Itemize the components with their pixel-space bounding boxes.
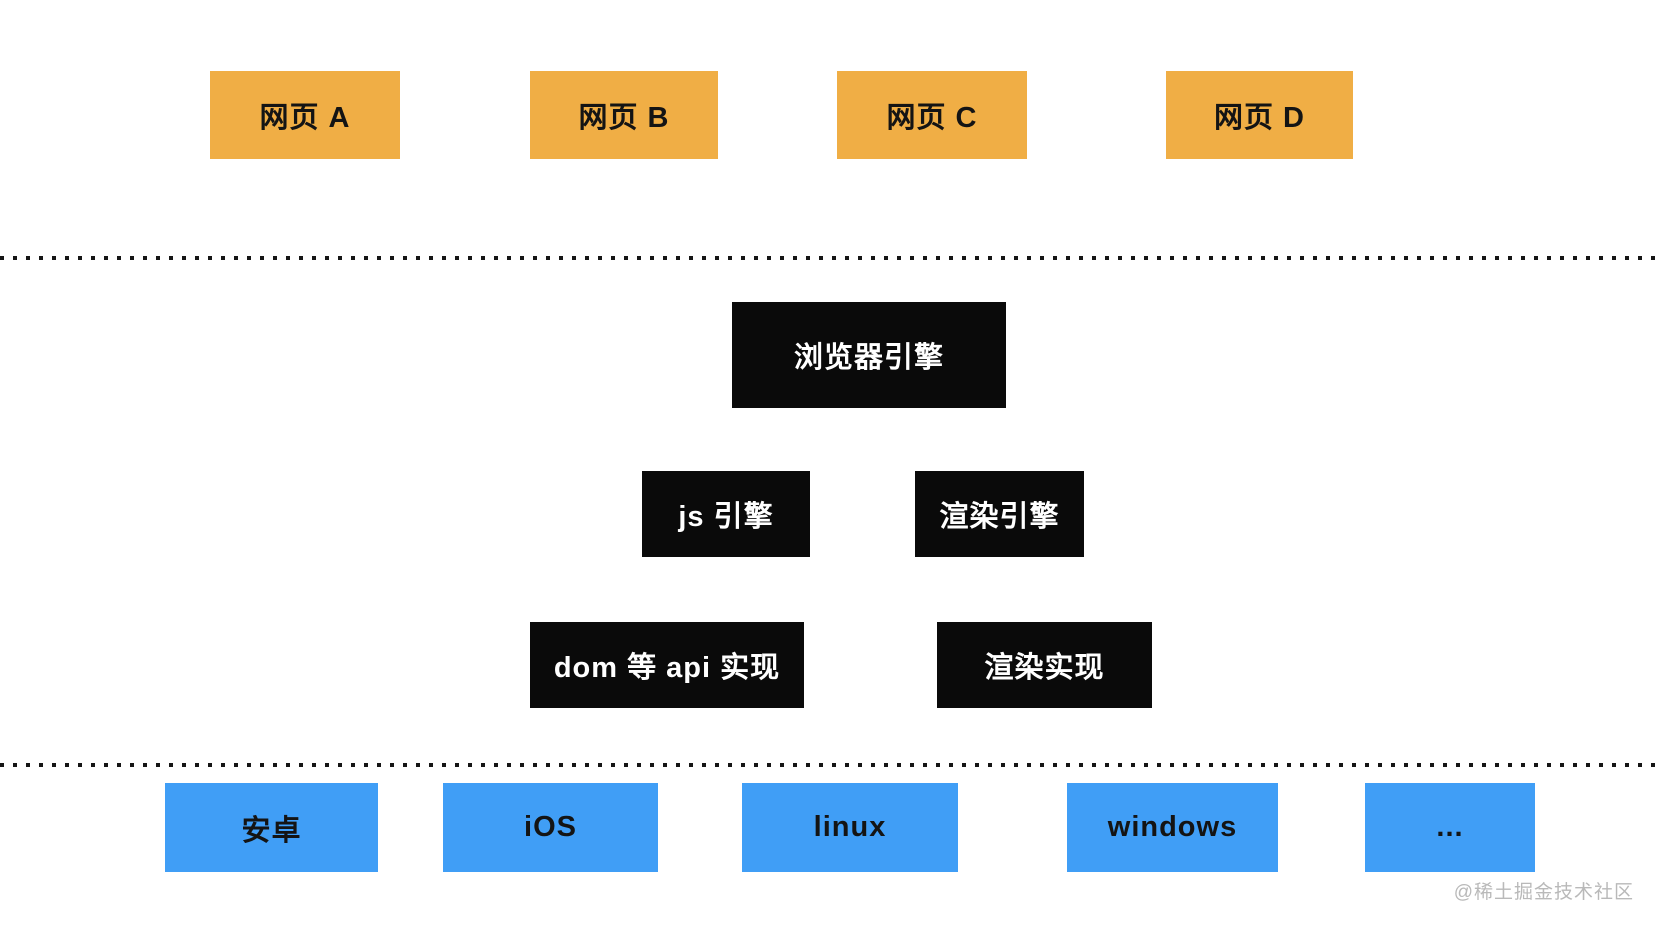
platform-ios-box: iOS [443, 783, 658, 872]
js-engine-box: js 引擎 [642, 471, 810, 557]
platform-windows-box: windows [1067, 783, 1278, 872]
webpage-b-box: 网页 B [530, 71, 718, 159]
top-dotted-separator [0, 256, 1656, 260]
dom-api-implementation-box: dom 等 api 实现 [530, 622, 804, 708]
platform-android-box: 安卓 [165, 783, 378, 872]
render-implementation-box: 渲染实现 [937, 622, 1152, 708]
webpage-c-box: 网页 C [837, 71, 1027, 159]
webpage-a-box: 网页 A [210, 71, 400, 159]
webpage-d-box: 网页 D [1166, 71, 1353, 159]
browser-engine-box: 浏览器引擎 [732, 302, 1006, 408]
render-engine-box: 渲染引擎 [915, 471, 1084, 557]
platform-ellipsis-box: ... [1365, 783, 1535, 872]
juejin-watermark: @稀土掘金技术社区 [1453, 882, 1634, 903]
bottom-dotted-separator [0, 763, 1656, 767]
platform-linux-box: linux [742, 783, 958, 872]
